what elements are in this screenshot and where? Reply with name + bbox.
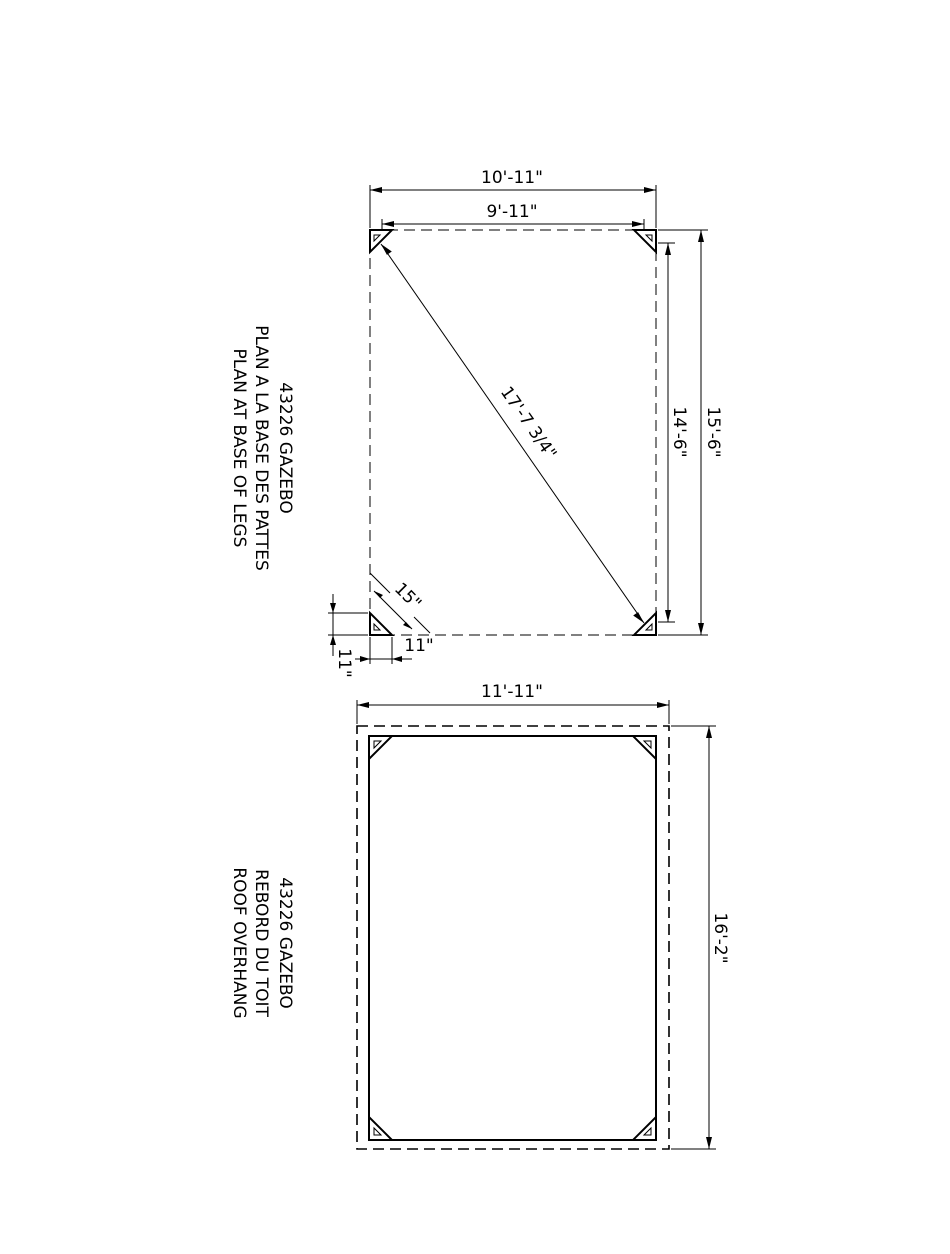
dim-leg-x: 11" bbox=[355, 636, 434, 664]
plan-roof-title-line-1: 43226 GAZEBO bbox=[275, 877, 295, 1008]
dim-leg-diagonal: 15" bbox=[370, 573, 430, 633]
plan-roof-overhang: 11'-11" 16'-2" 43226 GAZEBO REBORD DU TO… bbox=[229, 682, 730, 1149]
dim-leg-y-label: 11" bbox=[334, 648, 354, 677]
dim-overall-width-label: 10'-11" bbox=[481, 168, 543, 188]
plan-base-of-legs: 10'-11" 9'-11" 17'-7 3/4" 14'-6" bbox=[229, 168, 723, 678]
plan-roof-title-line-2: REBORD DU TOIT bbox=[251, 869, 271, 1017]
dim-inner-length: 14'-6" bbox=[658, 243, 689, 622]
leg-bracket-top-left bbox=[370, 230, 392, 252]
dim-roof-width: 11'-11" bbox=[357, 682, 669, 724]
roof-bracket-bottom-right bbox=[633, 1117, 656, 1140]
roof-bracket-top-right bbox=[633, 736, 656, 759]
roof-bracket-bottom-left bbox=[369, 1117, 392, 1140]
dim-roof-width-label: 11'-11" bbox=[481, 682, 543, 702]
plan-base-title-line-2: PLAN A LA BASE DES PATTES bbox=[251, 325, 271, 571]
dim-overall-length-label: 15'-6" bbox=[703, 406, 723, 457]
plan-roof-title: 43226 GAZEBO REBORD DU TOIT ROOF OVERHAN… bbox=[229, 867, 295, 1018]
dim-roof-length: 16'-2" bbox=[671, 726, 730, 1149]
dim-leg-diagonal-label: 15" bbox=[390, 579, 425, 614]
plan-base-title-line-3: PLAN AT BASE OF LEGS bbox=[229, 349, 249, 548]
roof-bracket-top-left bbox=[369, 736, 392, 759]
plan-base-title-line-1: 43226 GAZEBO bbox=[275, 382, 295, 513]
dim-leg-x-label: 11" bbox=[404, 636, 433, 656]
dim-leg-y: 11" bbox=[328, 594, 368, 678]
leg-bracket-bottom-left bbox=[370, 613, 392, 635]
plan-roof-title-line-3: ROOF OVERHANG bbox=[229, 867, 249, 1018]
dim-inner-width-label: 9'-11" bbox=[486, 202, 537, 222]
frame-outline bbox=[369, 736, 656, 1140]
dim-roof-length-label: 16'-2" bbox=[710, 912, 730, 963]
plan-base-title: 43226 GAZEBO PLAN A LA BASE DES PATTES P… bbox=[229, 325, 295, 571]
dim-inner-length-label: 14'-6" bbox=[669, 406, 689, 457]
dim-diagonal: 17'-7 3/4" bbox=[381, 244, 644, 623]
leg-bracket-top-right bbox=[634, 230, 656, 252]
roof-outline bbox=[357, 726, 669, 1149]
dim-inner-width: 9'-11" bbox=[382, 202, 644, 230]
